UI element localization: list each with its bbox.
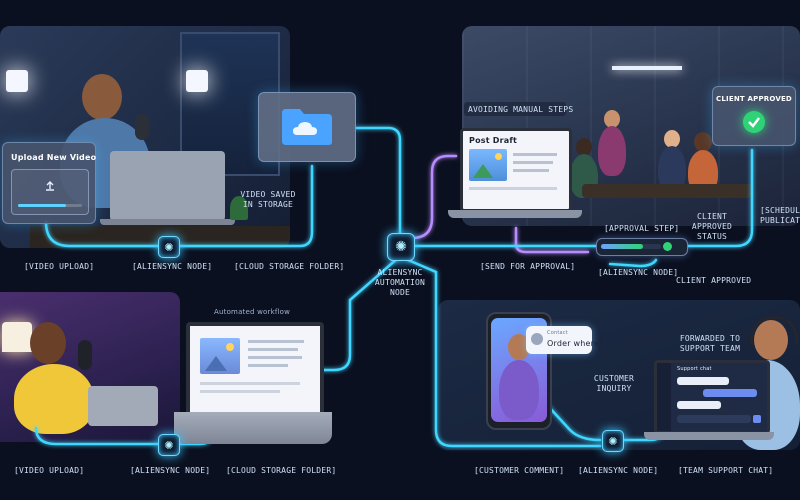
- avoiding-manual-tag: AVOIDING MANUAL STEPS: [464, 102, 573, 116]
- label-cloud-storage-top: [CLOUD STORAGE FOLDER]: [234, 262, 345, 271]
- support-message-input[interactable]: [677, 415, 751, 423]
- aliensync-node-support[interactable]: ✺: [602, 430, 624, 452]
- creator-head: [82, 74, 122, 120]
- label-automated-workflow: Automated workflow: [214, 308, 291, 316]
- spark-icon: ✺: [608, 434, 618, 448]
- creator2-head: [30, 322, 66, 364]
- creator-laptop: [110, 151, 225, 221]
- upload-progress-track: [18, 204, 82, 207]
- label-video-upload-bottom: [VIDEO UPLOAD]: [14, 466, 85, 475]
- label-cloud-storage-bottom: [CLOUD STORAGE FOLDER]: [226, 466, 337, 475]
- plant-icon: [230, 196, 248, 220]
- approval-check-icon: [663, 242, 672, 251]
- label-aliensync-node-right: [ALIENSYNC NODE]: [598, 268, 679, 277]
- studio-scene-bottom: [0, 292, 180, 442]
- label-aliensync-node-bottom: [ALIENSYNC NODE]: [130, 466, 211, 475]
- client-approved-title: CLIENT APPROVED: [716, 95, 792, 103]
- post-draft-laptop-base: [448, 210, 582, 218]
- approval-step-bar: [596, 238, 688, 256]
- automated-workflow-laptop-base: [174, 412, 332, 444]
- studio-scene-top: [0, 26, 290, 248]
- studio-lamp-right: [186, 70, 208, 92]
- upload-dropzone[interactable]: [11, 169, 89, 215]
- label-approval-step: [APPROVAL STEP]: [604, 224, 680, 233]
- avatar-icon: [531, 333, 543, 345]
- aliensync-automation-node[interactable]: ✺: [387, 233, 415, 261]
- label-avoiding-manual: AVOIDING MANUAL STEPS: [468, 105, 574, 114]
- label-client-approved-status: CLIENT APPROVED STATUS: [691, 212, 733, 241]
- creator2-laptop: [88, 386, 158, 426]
- check-icon: [743, 111, 765, 133]
- label-forwarded-support: FORWARDED TO SUPPORT TEAM: [679, 334, 741, 353]
- cloud-folder-icon: [282, 109, 332, 145]
- image-placeholder-icon: [469, 149, 507, 181]
- label-customer-comment: [CUSTOMER COMMENT]: [474, 466, 565, 475]
- post-draft-title: Post Draft: [469, 136, 518, 145]
- support-sidebar: [657, 363, 671, 431]
- send-icon[interactable]: [753, 415, 761, 423]
- studio-lamp-left: [6, 70, 28, 92]
- label-customer-inquiry: CUSTOMER INQUIRY: [593, 374, 635, 393]
- microphone-icon: [135, 114, 149, 140]
- label-automation-node: ALIENSYNC AUTOMATION NODE: [374, 268, 426, 297]
- label-send-for-approval: [SEND FOR APPROVAL]: [480, 262, 576, 271]
- upload-card-title: Upload New Video: [11, 153, 97, 162]
- coworker-1: [598, 126, 626, 176]
- aliensync-node-top[interactable]: ✺: [158, 236, 180, 258]
- upload-progress-fill: [18, 204, 66, 207]
- chat-sender: Contact: [547, 330, 568, 336]
- customer-chat-bubble: Contact Order where?: [526, 326, 603, 354]
- cloud-folder-card[interactable]: [258, 92, 356, 162]
- floor-lamp-icon: [2, 322, 32, 352]
- support-chat-screen: Support chat: [654, 360, 770, 434]
- label-aliensync-node-top: [ALIENSYNC NODE]: [132, 262, 213, 271]
- image-placeholder-icon-2: [200, 338, 240, 374]
- spark-icon: ✺: [395, 239, 407, 255]
- label-video-upload-top: [VIDEO UPLOAD]: [24, 262, 95, 271]
- label-aliensync-node-support: [ALIENSYNC NODE]: [578, 466, 659, 475]
- upload-card[interactable]: Upload New Video: [2, 142, 96, 224]
- support-chat-title: Support chat: [677, 366, 712, 372]
- post-draft-screen[interactable]: Post Draft: [460, 128, 572, 212]
- client-approved-card: CLIENT APPROVED: [712, 86, 796, 146]
- chat-message: Order where?: [547, 339, 604, 348]
- support-laptop-base: [644, 432, 774, 440]
- aliensync-node-bottom[interactable]: ✺: [158, 434, 180, 456]
- label-schedule-publication: [SCHEDULE PUBLICAT: [760, 206, 800, 225]
- label-team-support-chat: [TEAM SUPPORT CHAT]: [678, 466, 774, 475]
- label-client-approved: CLIENT APPROVED: [676, 276, 752, 285]
- spark-icon: ✺: [164, 240, 174, 254]
- headset-icon: [750, 316, 798, 345]
- meeting-table: [582, 184, 752, 198]
- microphone-icon-2: [78, 340, 92, 370]
- approval-progress-fill: [601, 244, 643, 249]
- spark-icon: ✺: [164, 438, 174, 452]
- label-video-saved: VIDEO SAVED IN STORAGE: [240, 190, 296, 209]
- creator2-body: [14, 364, 94, 434]
- automated-workflow-screen: [186, 322, 324, 416]
- upload-icon: [46, 181, 54, 191]
